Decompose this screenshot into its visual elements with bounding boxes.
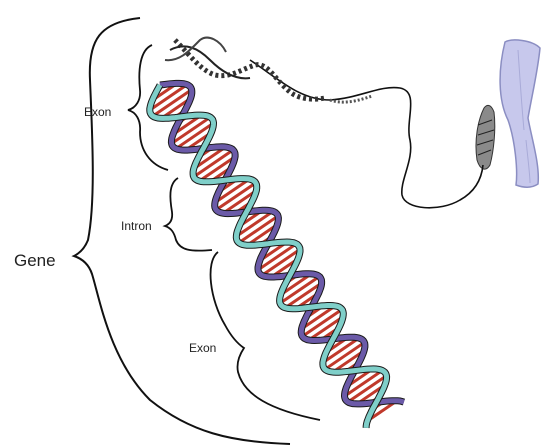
- exon-top-label: Exon: [84, 105, 111, 119]
- intron-bracket: [165, 178, 212, 251]
- dna-helix-icon: [150, 83, 404, 428]
- base-pair-rungs: [150, 83, 402, 425]
- gene-label: Gene: [14, 251, 56, 270]
- chromosome-icon: [476, 40, 540, 187]
- chromatin-strand: [250, 60, 483, 208]
- intron-label: Intron: [121, 219, 152, 233]
- exon-bottom-label: Exon: [189, 341, 216, 355]
